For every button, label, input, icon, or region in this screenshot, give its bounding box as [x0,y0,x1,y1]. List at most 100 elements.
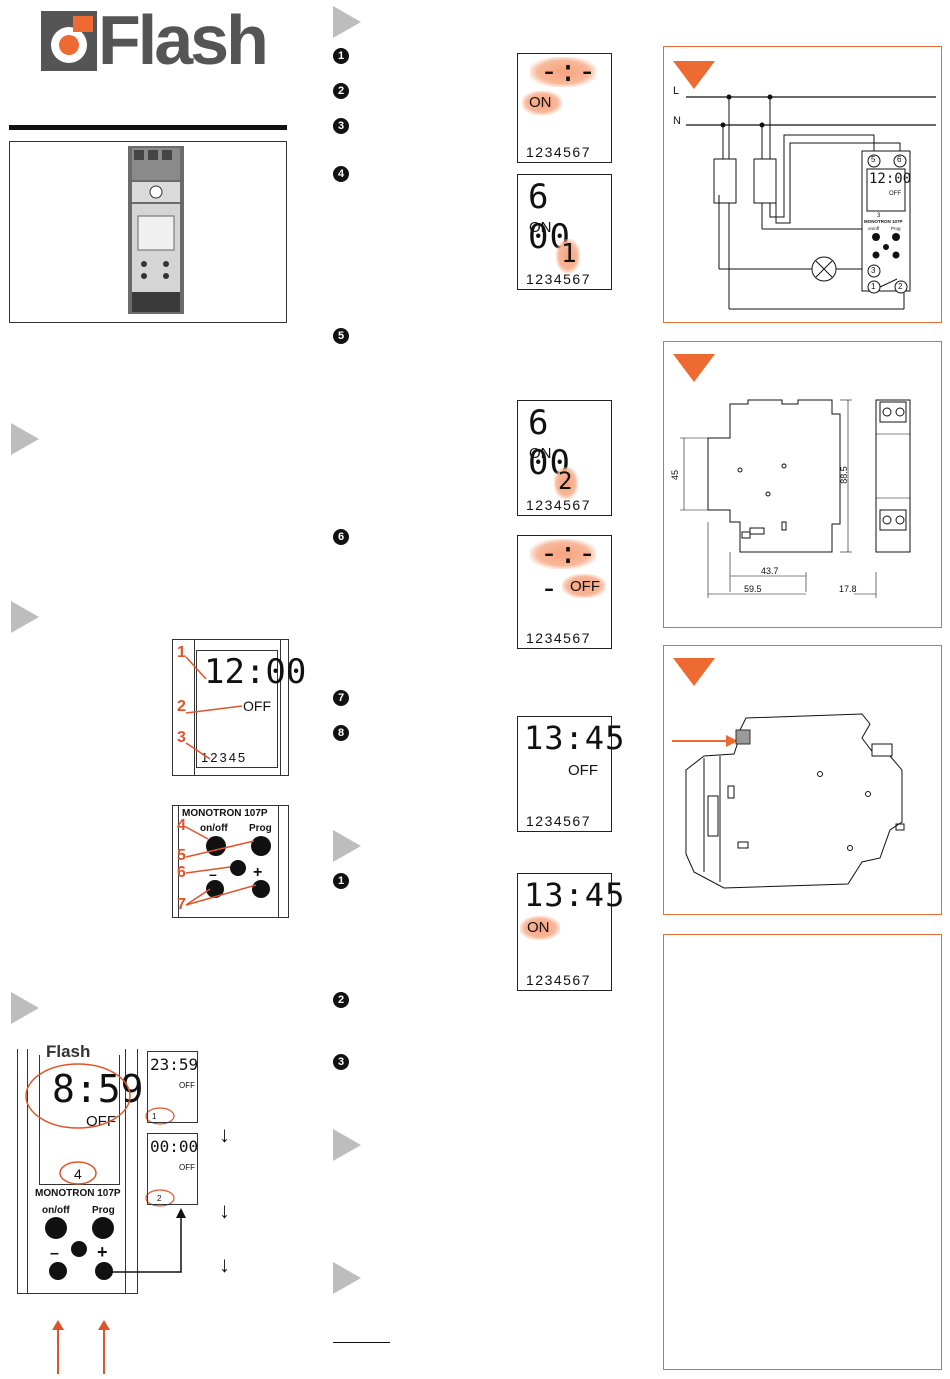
lcd-panel-5: 13:45 OFF 1234567 [517,716,624,832]
wiring-L-label: L [673,85,680,97]
wiring-device-model: MONOTRON 107P [864,219,903,224]
section-triangle-7 [333,1262,361,1294]
install-triangle [673,658,715,686]
brand-logo: Flash [40,1,269,79]
buttons-callout-lines [185,826,257,906]
manual-step-2: 2 [333,992,349,1008]
lcd1-state: ON [529,94,552,111]
step-4: 4 [333,166,349,182]
logo-text: Flash [98,1,269,79]
setclock-plus-button[interactable] [95,1262,113,1280]
overview-minus-label: – [209,866,217,882]
install-drawing [672,713,905,889]
wiring-prog-label: Prog [891,226,901,231]
overview-model: MONOTRON 107P [182,808,268,819]
setclock-onoff-button[interactable] [45,1217,67,1239]
callout-7: 7 [177,896,186,913]
setclock-minus-button[interactable] [49,1262,67,1280]
callout-3: 3 [177,729,186,746]
overview-time: 12:00 [204,652,307,692]
wiring-onoff-label: on/off [868,226,880,231]
section-triangle-6 [333,1129,361,1161]
install-panel [663,645,942,915]
setclock-plus-label: + [97,1242,108,1262]
step-6: 6 [333,529,349,545]
setclock-highlights [25,1063,186,1374]
terminal-2: 2 [898,282,903,291]
overview-plus-label: + [253,864,263,881]
dim-45: 45 [670,469,681,481]
overview-display-diagram: 12:00 OFF 12345 [172,639,306,776]
setclock-minus-label: – [50,1245,59,1262]
product-photo-frame [9,141,287,323]
setclock-center-button[interactable] [71,1241,87,1257]
lcd2-day-highlight: 1 [561,239,577,269]
step-7: 7 [333,690,349,706]
wiring-panel: L N 5 6 12:00 OFF [663,46,942,323]
step-3: 3 [333,118,349,134]
small1-day: 1 [152,1112,157,1121]
lcd5-time: 13:45 [524,719,626,757]
lcd6-time: 13:45 [524,876,626,914]
section-triangle-3 [11,992,39,1024]
lcd2-days: 1234567 [526,271,592,287]
dim-88: 88.5 [838,466,849,484]
setclock-state: OFF [86,1113,116,1130]
section-triangle-5 [333,830,361,862]
manual-step-1: 1 [333,873,349,889]
callout-6: 6 [177,864,186,881]
section-triangle-4 [333,6,361,38]
lcd4-days: 1234567 [526,630,592,646]
terminal-5: 5 [871,155,876,164]
title-rule [9,125,287,130]
lcd4-state: OFF [570,578,600,595]
lcd1-days: 1234567 [526,144,592,160]
wiring-device-time: 12:00 [869,171,912,187]
dimensions-panel: 45 88.5 43.7 59.5 17.8 [663,341,942,628]
step-8: 8 [333,725,349,741]
overview-state: OFF [243,698,271,714]
wiring-triangle [673,61,715,89]
section-triangle-1 [11,423,39,455]
callout-2: 2 [177,698,186,715]
step-5: 5 [333,328,349,344]
overview-center-button[interactable] [230,860,246,876]
overview-prog-button[interactable] [251,836,271,856]
overview-prog-label: Prog [249,823,272,834]
section-triangle-2 [11,601,39,633]
dim-59: 59.5 [744,584,762,594]
setclock-prog-button[interactable] [92,1217,114,1239]
lcd-panel-1: -:-- ON 1234567 [517,53,612,163]
overview-onoff-label: on/off [200,823,228,834]
setclock-logo: Flash [46,1042,91,1061]
lcd3-state: ON [529,445,552,462]
overview-minus-button[interactable] [206,880,224,898]
dim-43: 43.7 [761,566,779,576]
setclock-onoff-label: on/off [42,1205,70,1216]
manual-step-3: 3 [333,1054,349,1070]
setclock-prog-label: Prog [92,1205,115,1216]
callout-5: 5 [177,847,186,864]
setclock-small-display-1: 23:59 OFF 1 [147,1051,198,1123]
terminal-1: 1 [871,282,876,291]
down-arrow-3: ↓ [219,1252,230,1277]
footnote-rule [333,1342,390,1343]
lcd-panel-2: 6 00 ON 1 1234567 [517,174,612,290]
overview-plus-button[interactable] [252,880,270,898]
setclock-day: 4 [74,1166,82,1182]
wiring-device-state: OFF [889,191,901,197]
small2-state: OFF [179,1163,195,1172]
lcd-panel-4: -:-- OFF 1234567 [517,535,612,649]
lcd5-state: OFF [568,762,598,779]
lcd5-days: 1234567 [526,813,592,829]
lcd4-time: -:-- [540,536,598,606]
step-2: 2 [333,83,349,99]
dim-17: 17.8 [839,584,857,594]
product-photo [128,146,184,314]
small1-time: 23:59 [150,1055,199,1074]
overview-callout-lines [185,656,243,760]
wiring-diagram [686,94,936,310]
setclock-model: MONOTRON 107P [35,1188,121,1199]
lcd3-days: 1234567 [526,497,592,513]
small2-day: 2 [157,1194,162,1203]
